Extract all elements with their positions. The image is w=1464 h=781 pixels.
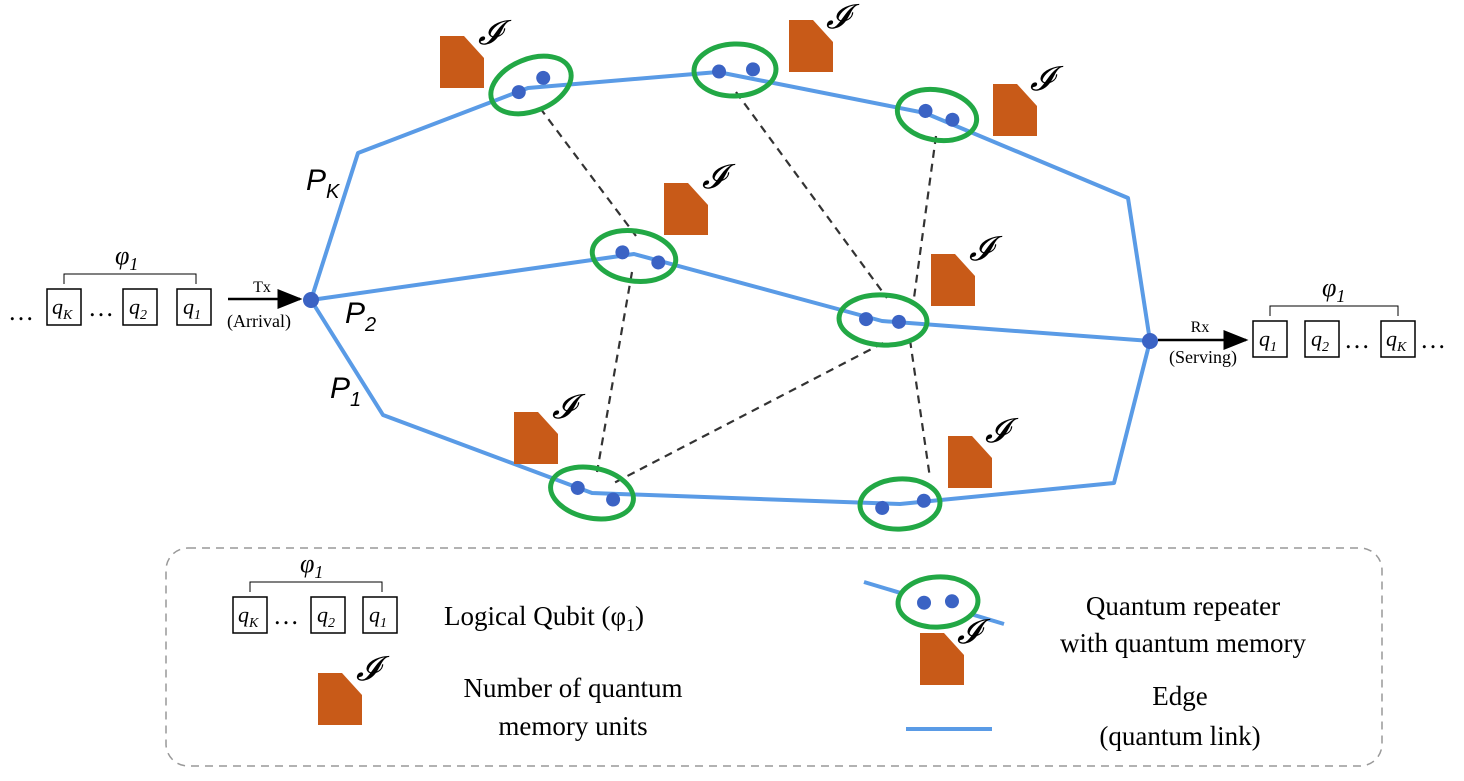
legend-memory: 𝓘 Number of quantum memory units: [318, 651, 682, 741]
legend-edge: Edge (quantum link): [906, 681, 1261, 751]
qubit-label: q1: [183, 294, 201, 323]
entanglement-link: [595, 271, 634, 473]
repeater: [488, 53, 574, 117]
qubit-label: q2: [317, 602, 335, 631]
rx-label: Rx: [1191, 319, 1210, 336]
memory-symbol: 𝓘: [985, 413, 1019, 450]
memory-symbol: 𝓘: [969, 231, 1003, 268]
legend-repeater: 𝓘 Quantum repeater with quantum memory: [863, 574, 1306, 685]
qubit-box: [46, 288, 82, 326]
quantum-links: [309, 70, 1152, 506]
repeater: [548, 464, 636, 522]
qubit-label: qK: [52, 294, 73, 323]
path-2-label: P2: [345, 297, 376, 336]
right-logical-qubit: q1 q2 … qK … φ1: [1252, 273, 1446, 358]
legend-memory-line2: memory units: [498, 711, 647, 741]
rx-arrow: Rx (Serving): [1158, 319, 1249, 368]
path-k-label: PK: [306, 164, 341, 203]
repeater: [894, 86, 980, 144]
legend-repeater-line2: with quantum memory: [1060, 628, 1306, 658]
qubit-box: [1380, 320, 1416, 358]
left-phi-label: φ1: [115, 241, 138, 274]
left-dots: …: [8, 297, 34, 326]
repeater-nodes: [488, 41, 980, 532]
legend-repeater-line1: Quantum repeater: [1086, 591, 1280, 621]
entanglement-link: [611, 342, 884, 485]
qubit-label: q2: [129, 294, 147, 323]
right-phi-label: φ1: [1322, 273, 1345, 306]
repeater: [691, 41, 779, 99]
left-brace: [63, 273, 197, 284]
memory-symbol: 𝓘: [1030, 61, 1064, 98]
path-labels: PK P2 P1: [306, 164, 376, 411]
right-inner-dots: …: [1344, 325, 1370, 354]
right-brace: [1269, 305, 1399, 316]
entanglement-link: [539, 107, 637, 237]
rx-serving-label: (Serving): [1169, 347, 1237, 368]
qubit-box: [176, 288, 212, 326]
memory-symbol: 𝓘: [552, 389, 586, 426]
legend-inner-dots: …: [273, 601, 299, 630]
qubit-label: qK: [238, 602, 259, 631]
qubit-box: [1252, 320, 1288, 358]
tx-arrival-label: (Arrival): [227, 311, 291, 332]
memory-symbol: 𝓘: [356, 651, 390, 688]
tx-arrow: Tx (Arrival): [227, 279, 303, 332]
memory-symbol: 𝓘: [702, 159, 736, 196]
qubit-box: [310, 596, 346, 634]
path-1-link: [309, 298, 1152, 506]
source-node: [303, 292, 319, 308]
legend-edge-line1: Edge: [1152, 681, 1207, 711]
legend-edge-line2: (quantum link): [1099, 721, 1260, 751]
repeater: [589, 228, 679, 284]
legend-logical-qubit-text: Logical Qubit (φ1): [444, 601, 644, 635]
legend-border: [165, 547, 1383, 767]
qubit-box: [362, 596, 398, 634]
qubit-box: [122, 288, 158, 326]
repeater: [857, 476, 943, 532]
qubit-label: q1: [369, 602, 387, 631]
qubit-box: [1304, 320, 1340, 358]
memory-symbol: 𝓘: [826, 0, 860, 36]
legend: qK … q2 q1 φ1 Logical Qubit (φ1) 𝓘 Numbe…: [165, 547, 1383, 767]
path-2-link: [310, 252, 1151, 343]
memory-symbol: 𝓘: [478, 15, 512, 52]
repeater: [895, 574, 981, 630]
repeater: [836, 292, 930, 348]
destination-node: [1142, 333, 1158, 349]
entanglement-links: [539, 91, 938, 485]
qubit-box: [232, 596, 268, 634]
entanglement-link: [908, 339, 932, 479]
legend-memory-line1: Number of quantum: [464, 673, 683, 703]
right-dots: …: [1420, 325, 1446, 354]
legend-brace: [249, 581, 383, 592]
legend-logical-qubit: qK … q2 q1 φ1 Logical Qubit (φ1): [232, 549, 644, 635]
tx-label: Tx: [253, 279, 271, 296]
qubit-label: qK: [1386, 326, 1407, 355]
qubit-label: q2: [1311, 326, 1329, 355]
left-inner-dots: …: [88, 293, 114, 322]
qubit-label: q1: [1259, 326, 1277, 355]
legend-phi-label: φ1: [300, 549, 323, 582]
path-1-label: P1: [330, 372, 361, 411]
entanglement-link: [735, 91, 888, 299]
left-logical-qubit: … qK … q2 q1 φ1: [8, 241, 212, 326]
